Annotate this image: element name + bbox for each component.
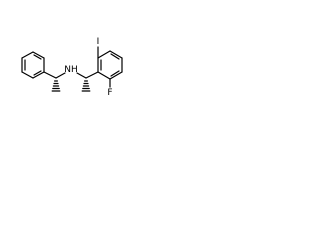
- phenyl-bond-5: [21, 71, 34, 79]
- aryl-double-bond-2: [110, 53, 120, 60]
- bond-stereocenter-left-to-nh: [55, 72, 66, 79]
- bond-nh-to-stereocenter-right: [76, 72, 87, 79]
- bond-stereocenter-right-to-aryl: [85, 71, 99, 79]
- nh-label: NH: [64, 65, 78, 75]
- bond-phenyl-to-stereocenter-left: [43, 71, 57, 79]
- phenyl-ring: [21, 51, 45, 79]
- iodine-label: I: [97, 37, 100, 47]
- phenyl-bond-4: [32, 71, 45, 79]
- phenyl-bond-2: [32, 51, 45, 59]
- aryl-bond-2: [97, 50, 111, 59]
- phenyl-double-bond-2: [33, 70, 42, 76]
- fluorine-label: F: [107, 88, 112, 98]
- hashed-wedge-methyl-right: [81, 80, 91, 92]
- aryl-bond-5: [109, 71, 123, 80]
- structure-canvas: NH I F: [21, 37, 123, 98]
- aryl-bond-6: [97, 71, 111, 80]
- phenyl-bond-1: [21, 51, 34, 59]
- molecule-diagram: NH I F: [0, 0, 152, 152]
- iodo-fluoro-aryl-ring: [97, 50, 123, 80]
- phenyl-double-bond-1: [33, 54, 42, 60]
- hashed-wedge-methyl-left: [51, 80, 61, 92]
- aryl-double-bond-3: [110, 70, 120, 77]
- aryl-bond-3: [109, 50, 123, 59]
